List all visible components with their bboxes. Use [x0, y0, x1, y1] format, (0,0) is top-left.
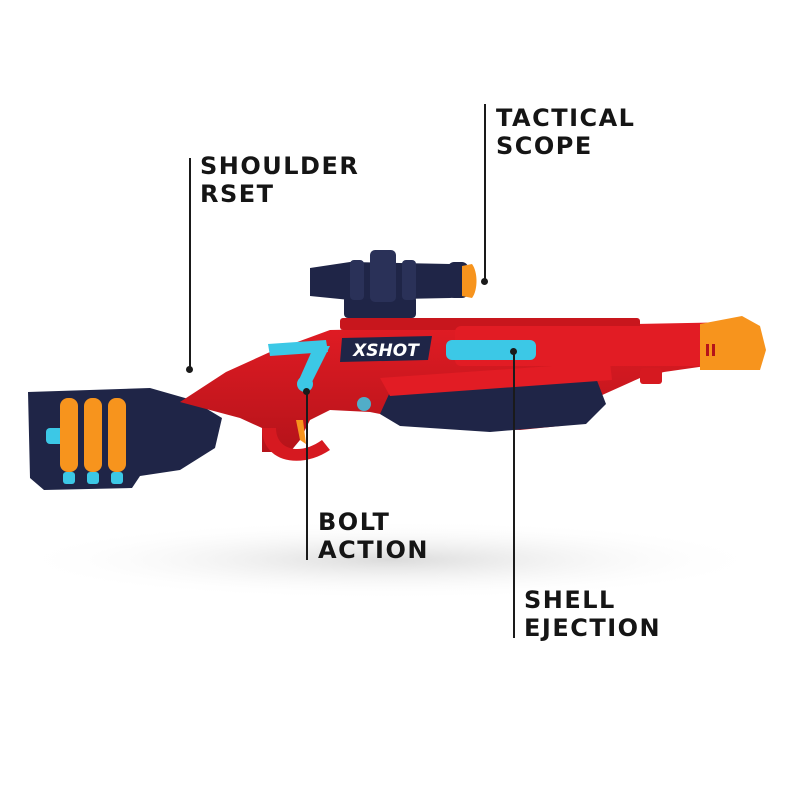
stock-shells: [60, 398, 126, 484]
barrel-vents: [706, 344, 715, 356]
shell-leader-dot: [510, 348, 517, 355]
bolt-leader-dot: [303, 388, 310, 395]
shell-holder-clip: [46, 428, 64, 444]
shell-ejection-label-line1: SHELL: [524, 586, 616, 614]
scope-leader-line: [484, 104, 486, 282]
tactical-scope-label: TACTICAL SCOPE: [496, 104, 635, 160]
shoulder-rest-label-line1: SHOULDER: [200, 152, 360, 180]
tactical-scope-label-line2: SCOPE: [496, 132, 593, 160]
bolt-handle: [268, 340, 330, 392]
trigger-guard: [262, 428, 330, 461]
bolt-action-label: BOLT ACTION: [318, 508, 429, 564]
barrel-tip: [700, 316, 766, 370]
tactical-scope-label-line1: TACTICAL: [496, 104, 636, 132]
bolt-action-label-line2: ACTION: [318, 536, 429, 564]
ejection-port: [446, 340, 536, 360]
tactical-scope: [310, 250, 477, 302]
shell-ejection-label: SHELL EJECTION: [524, 586, 661, 642]
shoulder-leader-line: [189, 158, 191, 370]
bolt-leader-line: [306, 392, 308, 560]
scope-mount: [344, 296, 416, 318]
scope-leader-dot: [481, 278, 488, 285]
shoulder-rest-label: SHOULDER RSET: [200, 152, 359, 208]
brand-logo: XSHOT: [340, 336, 432, 362]
trigger: [296, 420, 306, 444]
shell-leader-line: [513, 352, 515, 638]
scope-lens-cap: [462, 264, 477, 298]
shoulder-rest-label-line2: RSET: [200, 180, 275, 208]
bolt-action-label-line1: BOLT: [318, 508, 391, 536]
brand-logo-text: XSHOT: [352, 341, 420, 361]
shoulder-leader-dot: [186, 366, 193, 373]
floor-shadow: [10, 520, 770, 600]
shell-ejection-label-line2: EJECTION: [524, 614, 662, 642]
